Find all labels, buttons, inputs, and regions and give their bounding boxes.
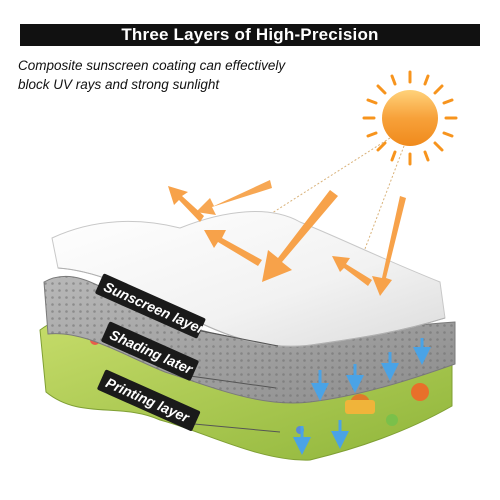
blocked-arrow (168, 186, 204, 222)
blocked-arrow (204, 230, 262, 266)
title-banner: Three Layers of High-Precision (20, 24, 480, 46)
sun-icon (362, 70, 458, 166)
light-ray-arrow (196, 180, 272, 215)
sun-ray-lines (257, 137, 405, 263)
light-ray-arrow (262, 190, 338, 282)
description: Composite sunscreen coating can effectiv… (18, 56, 348, 94)
light-ray-arrows (168, 180, 406, 296)
light-ray-arrow (372, 196, 406, 296)
blue-down-arrows (293, 338, 431, 455)
description-line-1: Composite sunscreen coating can effectiv… (18, 58, 286, 73)
page-title: Three Layers of High-Precision (121, 25, 379, 44)
blocked-arrow (332, 256, 372, 286)
description-line-2: block UV rays and strong sunlight (18, 77, 220, 92)
